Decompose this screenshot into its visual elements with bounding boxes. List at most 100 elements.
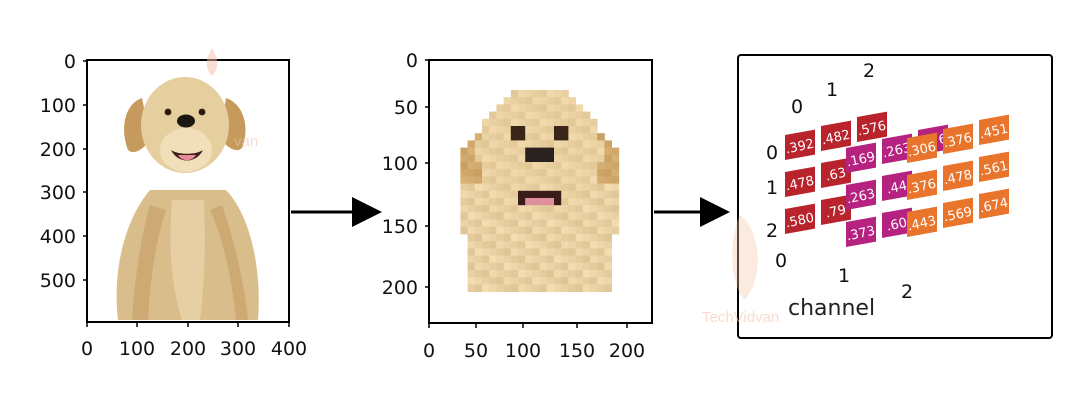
pixel [525,198,533,206]
pixel [518,90,526,98]
column-index-label: 1 [826,79,838,101]
pixel [525,147,533,156]
pixel [590,277,598,285]
pixel [568,212,576,220]
pixel [604,162,612,170]
pixel [510,176,519,184]
pixel [518,176,526,184]
pixel [582,126,591,134]
x-tick-label: 300 [220,338,256,360]
pixel [575,248,584,256]
pixel [518,133,526,141]
pixel [518,154,526,163]
pixel [582,277,591,285]
pixel [561,154,569,163]
pixel [460,212,468,220]
x-tick-label: 0 [423,340,435,362]
pixel [460,176,468,184]
pixel [597,205,605,213]
tensor-cell-value: .373 [845,224,876,245]
pixel [467,241,476,249]
pixel [561,190,569,199]
pixel [503,190,512,199]
pixel [532,97,540,105]
pixel [489,226,497,235]
pixel [582,140,591,148]
pixel [582,255,591,264]
pixel [590,226,598,235]
x-tick-label: 200 [170,338,206,360]
pixel [575,147,584,156]
pixel [568,118,576,127]
pixel [532,198,540,206]
pixel [525,219,533,228]
pixel [554,183,562,192]
pixel [539,90,548,98]
pixel [489,205,497,213]
tensor-cell [979,114,1009,145]
pixel [604,176,612,184]
pixel [582,248,591,256]
pixel [597,277,605,285]
pixel [525,284,533,292]
y-tick-label: 200 [382,277,418,299]
pixel [482,190,490,199]
pixel [474,212,483,220]
pixel [546,270,555,278]
tensor-cell [882,170,912,201]
tensor-cell-value: .451 [978,122,1009,143]
pixel [554,126,562,134]
pixel [539,198,548,206]
pixel [482,234,490,242]
pixel [546,255,555,264]
pixel [525,111,533,120]
pixel [489,270,497,278]
pixel [474,248,483,256]
pixel [474,255,483,264]
tensor-cell-value: .263 [881,141,912,162]
pixel [546,104,555,112]
pixel [467,198,476,206]
pixel [525,262,533,271]
pixel [510,198,519,206]
pixel [460,162,468,170]
pixel [496,162,504,170]
pixel [554,111,562,120]
pixel [546,212,555,220]
pixel [510,190,519,199]
pixel [474,241,483,249]
pixel [582,190,591,199]
pixel [590,183,598,192]
pixel [590,176,598,184]
pixel [575,234,584,242]
pixel [561,104,569,112]
pixel [611,219,620,228]
pixel [518,118,526,127]
pixel [554,241,562,249]
pixel [525,104,533,112]
pixel [510,162,519,170]
pixel [539,241,548,249]
pixel [590,284,598,292]
pixel [474,270,483,278]
tensor-cell [907,206,937,237]
pixel [482,262,490,271]
channel-index-label: 1 [838,265,850,287]
pixel [611,147,620,156]
tensor-cell-value: .561 [978,159,1009,180]
watermark-text-small: van [234,133,258,150]
pixel [568,147,576,156]
pixel [532,140,540,148]
pixel [539,248,548,256]
pixel [597,190,605,199]
pixel [568,270,576,278]
pixel [546,183,555,192]
pixel [597,198,605,206]
pixel [568,234,576,242]
pixel [482,198,490,206]
pixel [561,90,569,98]
pixel [496,133,504,141]
